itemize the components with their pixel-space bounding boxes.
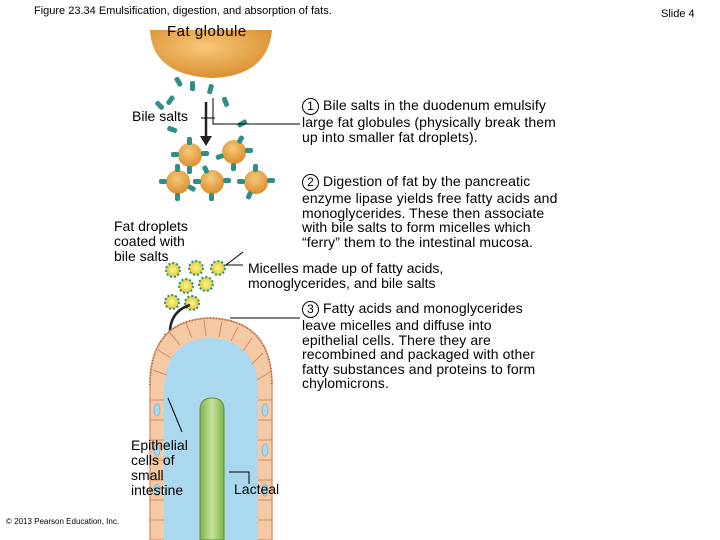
fat-globule [150,30,272,78]
bile-salts-label: Bile salts [132,108,189,124]
micelles-label: Micelles made up of fatty acids, monogly… [248,260,444,291]
slide-number: Slide 4 [661,8,695,20]
fat-globule-label: Fat globule [167,23,247,40]
copyright-credit: © 2013 Pearson Education, Inc. [6,517,120,526]
leader-lines [167,98,300,484]
step-3-number: 3 [302,301,319,318]
lacteal-label: Lacteal [234,481,280,497]
bile-salt-molecules [155,76,248,134]
fat-droplets-label: Fat droplets coated with bile salts [114,218,188,264]
figure-title: Figure 23.34 Emulsification, digestion, … [34,5,332,17]
step-2-number: 2 [302,174,319,191]
epithelial-cells-label: Epithelial cells of small intestine [131,437,188,498]
lacteal [199,397,225,540]
fat-droplets [159,135,275,201]
micelles [164,260,226,311]
step-1-number: 1 [302,98,319,115]
